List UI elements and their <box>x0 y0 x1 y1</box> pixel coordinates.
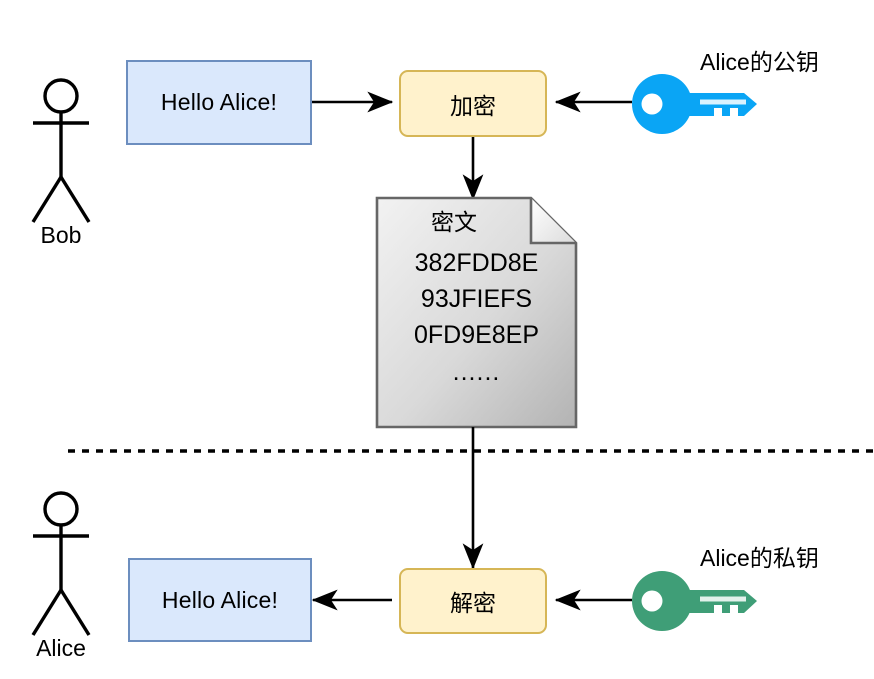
operation-label-encrypt: 加密 <box>450 92 496 119</box>
actor-label-alice: Alice <box>36 635 86 661</box>
message-text-alice: Hello Alice! <box>161 586 279 613</box>
stick-figure-bob <box>31 78 91 223</box>
operation-label-decrypt: 解密 <box>450 590 496 616</box>
key-label-private: Alice的私钥 <box>700 545 819 571</box>
message-text-bob: Hello Alice! <box>160 89 278 115</box>
key-icon-public <box>632 74 757 134</box>
message-box-alice: Hello Alice! <box>128 558 312 642</box>
actor-label-bob: Bob <box>40 222 82 248</box>
key-label-public: Alice的公钥 <box>700 49 819 75</box>
stick-figure-alice <box>31 491 91 636</box>
message-box-bob: Hello Alice! <box>126 60 312 145</box>
operation-box-encrypt[interactable]: 加密 <box>399 70 547 137</box>
document-icon <box>375 196 578 429</box>
key-icon-private <box>632 571 757 631</box>
operation-box-decrypt[interactable]: 解密 <box>399 568 547 634</box>
